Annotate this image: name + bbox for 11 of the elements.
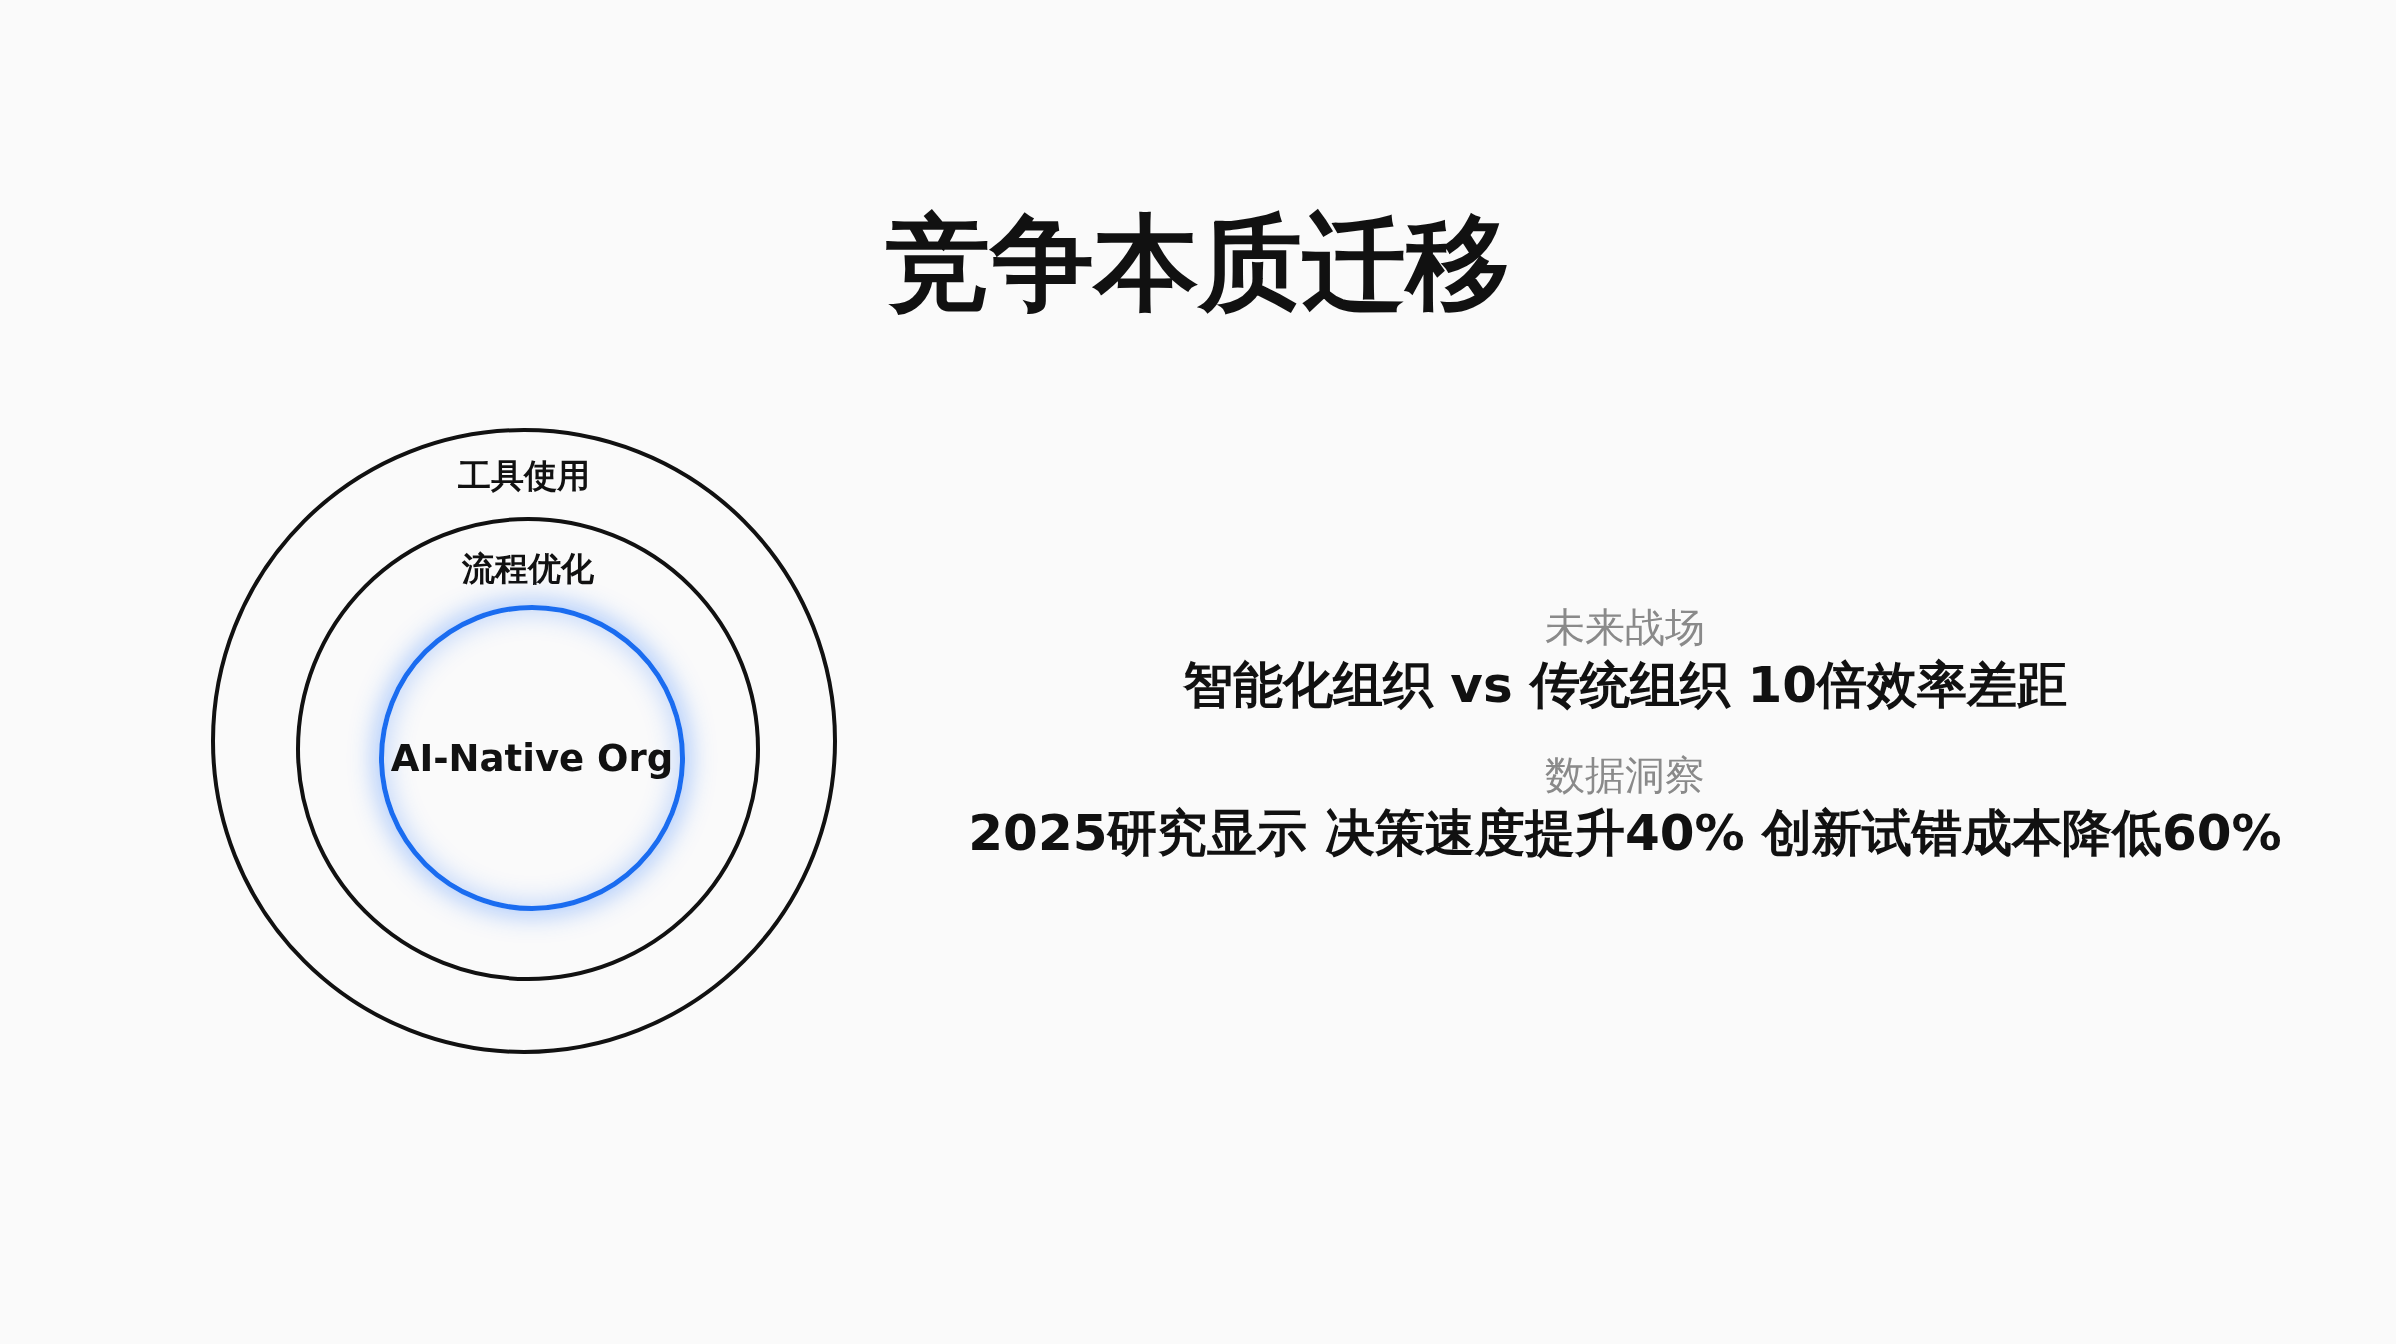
section-caption: 数据洞察 — [1544, 751, 1706, 800]
core-circle — [379, 605, 685, 911]
statement-text: 2025研究显示 决策速度提升40% 创新试错成本降低60% — [967, 803, 2283, 864]
title: 竞争本质迁移 — [885, 201, 1511, 326]
section-caption: 未来战场 — [1544, 603, 1706, 652]
ring-label: 工具使用 — [457, 455, 591, 497]
statement-text: 智能化组织 vs 传统组织 10倍效率差距 — [1181, 655, 2069, 716]
center-label: AI-Native Org — [389, 736, 675, 780]
outer-ring — [211, 428, 837, 1054]
ring-label: 流程优化 — [461, 548, 595, 590]
middle-ring — [296, 517, 760, 981]
